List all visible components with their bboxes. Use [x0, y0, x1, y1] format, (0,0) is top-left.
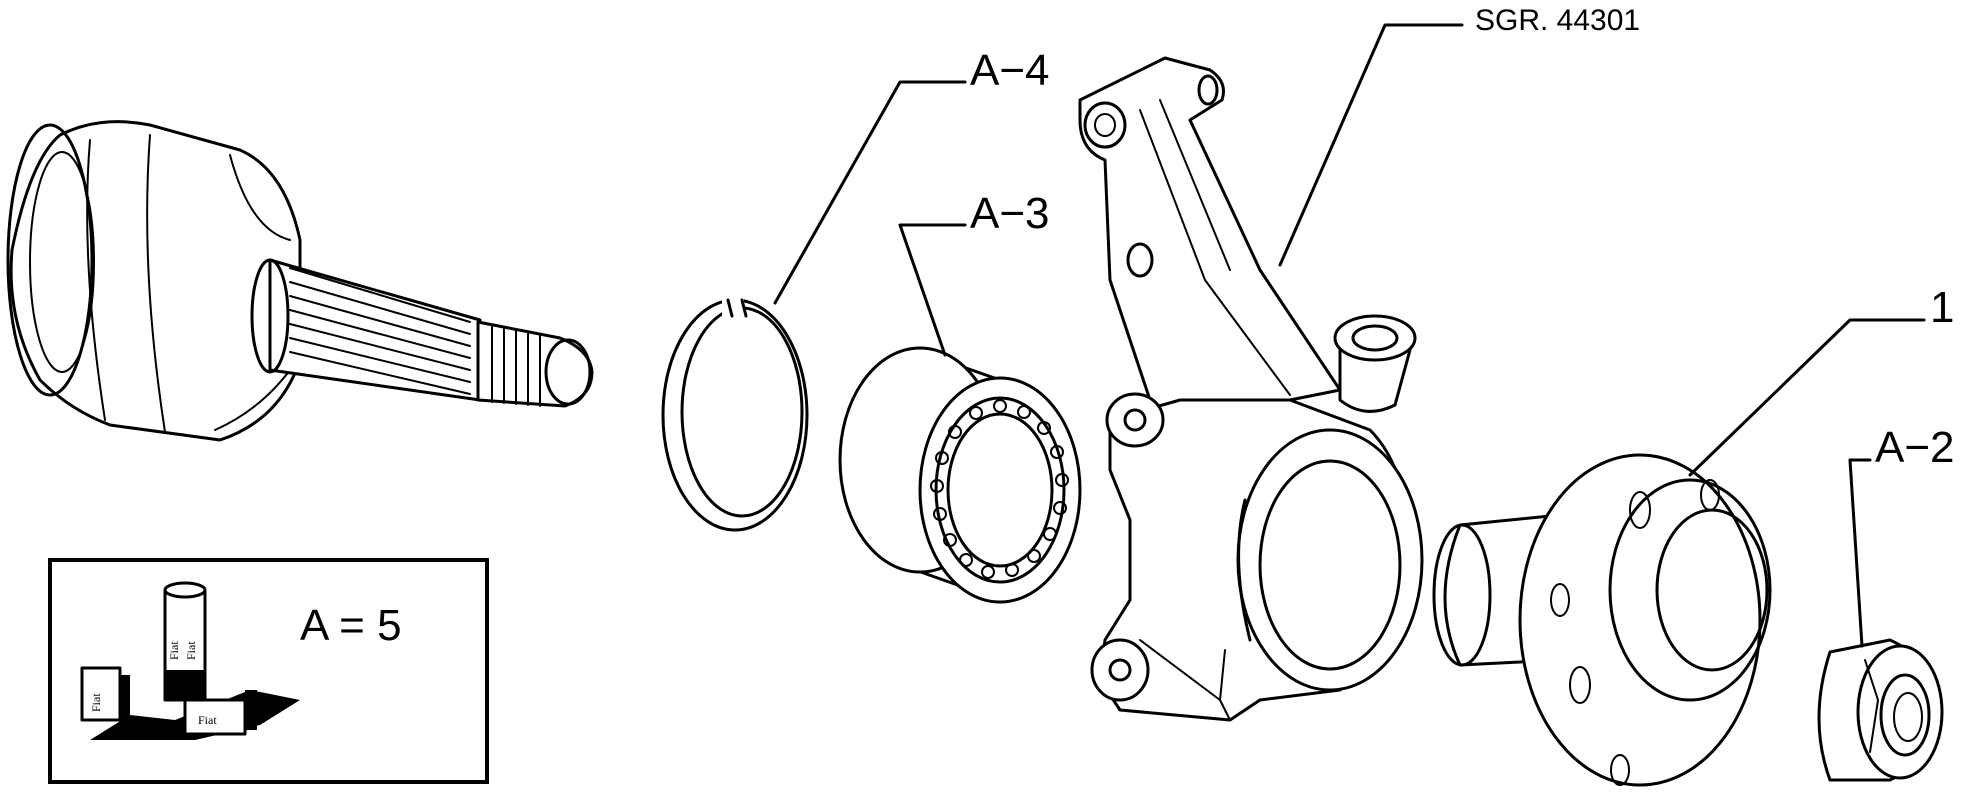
callout-bearing: A−3 [970, 189, 1050, 238]
svg-text:Fiat: Fiat [184, 641, 198, 660]
svg-text:Fiat: Fiat [89, 693, 103, 712]
hub-bolt-holes [1550, 479, 1720, 786]
bearing-rollers [930, 399, 1069, 579]
legend-box: Fiat Fiat Fiat Fiat A = 5 [48, 558, 489, 784]
callout-hub: 1 [1930, 283, 1954, 332]
svg-text:Fiat: Fiat [198, 713, 217, 727]
callout-circlip: A−4 [970, 46, 1050, 95]
leader-circlip [773, 80, 967, 305]
leader-nut [1848, 458, 1872, 648]
grease-blocks-icon: Fiat Fiat [80, 666, 300, 740]
leader-lines [773, 23, 1926, 648]
leader-knuckle [1278, 23, 1464, 267]
legend-equation: A = 5 [300, 601, 402, 650]
leader-bearing [898, 223, 967, 357]
hub-nut [1817, 638, 1944, 782]
callout-nut: A−2 [1875, 423, 1955, 472]
wheel-hub [1432, 453, 1772, 787]
leader-hub [1688, 318, 1926, 477]
cv-joint-driveshaft [6, 120, 594, 442]
grease-tube-icon: Fiat Fiat [163, 581, 207, 702]
steering-knuckle [1078, 56, 1424, 722]
wheel-bearing [838, 346, 1082, 604]
circlip [661, 298, 809, 532]
drawing-code: SGR. 44301 [1475, 4, 1640, 37]
svg-text:Fiat: Fiat [167, 641, 181, 660]
